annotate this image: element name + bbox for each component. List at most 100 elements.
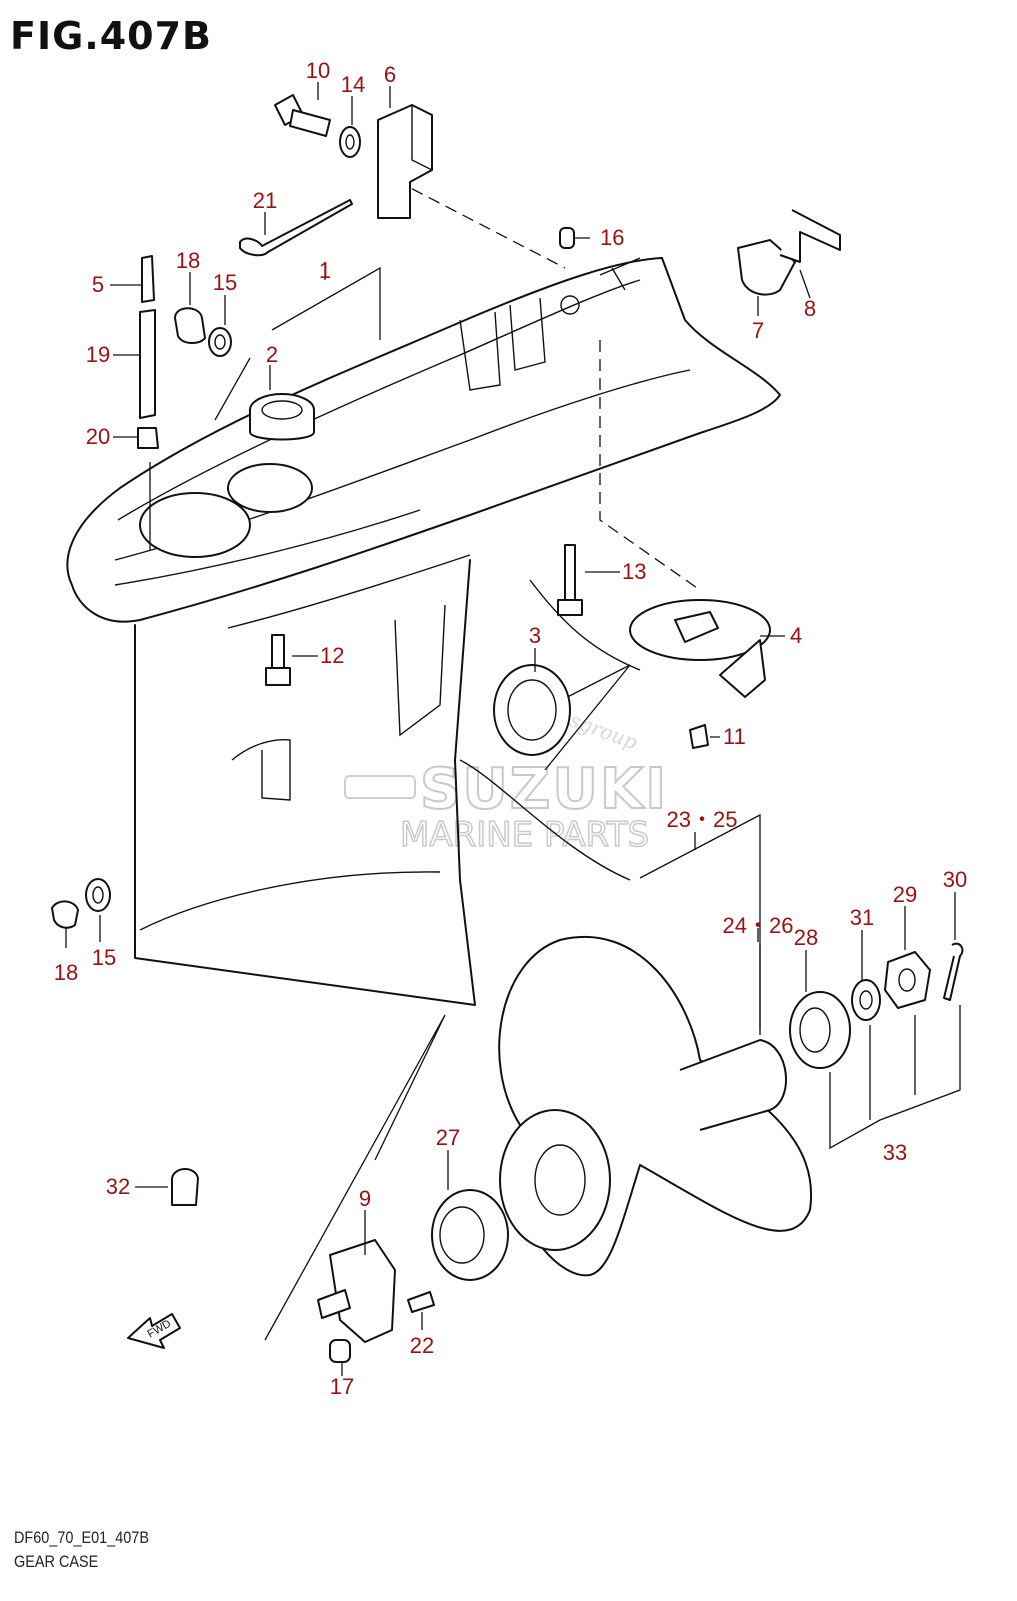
callout-2: 2 <box>266 342 278 367</box>
water-passage-ribs <box>459 297 546 391</box>
bracket-8 <box>779 209 841 263</box>
callout-15-lower: 15 <box>92 945 116 970</box>
leader-9 <box>264 1014 446 1341</box>
housing-rib <box>394 604 446 737</box>
callout-4: 4 <box>790 623 802 648</box>
callout-leaders <box>65 82 956 1376</box>
plug-18-lower <box>51 900 79 929</box>
skeg-line <box>139 871 441 931</box>
propeller-hub <box>499 1109 611 1251</box>
cotter-pin-30 <box>943 942 964 1001</box>
leader-1 <box>271 266 381 340</box>
washer-31-hole <box>859 990 873 1010</box>
bearing-inner <box>261 400 303 420</box>
callout-9: 9 <box>359 1186 371 1211</box>
dowel-pin-16 <box>559 227 575 249</box>
assembly-lines <box>149 179 761 1341</box>
bolt-22 <box>407 1291 435 1313</box>
watermark-boat-icon <box>344 775 416 799</box>
bolt-13-head <box>557 599 583 616</box>
thrust-holder-27-inner <box>439 1206 485 1264</box>
assembly-line-4 <box>599 340 701 591</box>
callout-6: 6 <box>384 62 396 87</box>
shift-bore <box>227 463 313 513</box>
trim-tab-4-fin <box>719 639 766 698</box>
top-rear-detail <box>599 257 641 291</box>
oil-seal-3 <box>493 664 571 756</box>
anode-6 <box>377 104 433 219</box>
cavitation-plate-outline <box>66 257 781 623</box>
washer-15-lower <box>85 878 111 912</box>
driveshaft-bore <box>139 492 251 558</box>
callout-32: 32 <box>106 1174 130 1199</box>
figure-title: FIG.407B <box>10 14 213 58</box>
leader-15-18 <box>214 357 251 421</box>
plug-18-top <box>174 307 206 344</box>
watermark-sub: MARINE PARTS <box>400 815 649 855</box>
callout-5: 5 <box>92 272 104 297</box>
water-intake <box>231 738 291 801</box>
trim-tab-4-boss <box>674 611 719 643</box>
torpedo-lower <box>459 759 631 881</box>
washer-14 <box>339 126 361 158</box>
callout-21: 21 <box>253 188 277 213</box>
callout-29: 29 <box>893 882 917 907</box>
callout-13: 13 <box>622 559 646 584</box>
bolt-10-shank <box>289 109 331 137</box>
plug-32 <box>171 1168 199 1206</box>
bolt-12-shank <box>271 634 285 671</box>
callout-31: 31 <box>850 905 874 930</box>
callout-1: 1 <box>319 258 331 283</box>
callout-27: 27 <box>436 1125 460 1150</box>
callout-15-top: 15 <box>213 270 237 295</box>
callout-30: 30 <box>943 867 967 892</box>
callout-28: 28 <box>794 925 818 950</box>
grommet-20 <box>137 427 159 449</box>
leader-3 <box>541 664 631 771</box>
spacer-28 <box>789 991 851 1069</box>
callout-18-lower: 18 <box>54 960 78 985</box>
mounting-flange-edge <box>117 279 641 521</box>
housing-seam <box>227 554 471 629</box>
oil-seal-3-inner <box>507 679 557 741</box>
bearing-housing <box>249 410 315 441</box>
assembly-line-6 <box>394 179 566 269</box>
callout-23-25: 23・25 <box>667 807 738 832</box>
callout-33: 33 <box>883 1140 907 1165</box>
plate-rim <box>114 509 421 586</box>
callout-22: 22 <box>410 1333 434 1358</box>
tie-strap-21 <box>239 199 353 257</box>
callout-11: 11 <box>723 724 746 749</box>
washer-15-lower-hole <box>92 886 104 904</box>
nut-29 <box>884 951 931 1009</box>
callout-10: 10 <box>306 58 330 83</box>
water-tube-19 <box>139 309 156 419</box>
callout-17: 17 <box>330 1374 354 1399</box>
callout-12: 12 <box>320 643 344 668</box>
washer-15-top-hole <box>214 334 226 350</box>
propeller-hub-bore <box>534 1144 586 1216</box>
fwd-arrow-icon <box>127 1313 181 1349</box>
callout-14: 14 <box>341 72 365 97</box>
thrust-holder-27 <box>431 1189 509 1281</box>
callout-24-26: 24・26 <box>723 913 794 938</box>
callout-8: 8 <box>804 296 816 321</box>
pin-hole <box>560 295 580 315</box>
gear-case-housing <box>66 257 781 1006</box>
callout-16: 16 <box>600 225 624 250</box>
callout-3: 3 <box>529 623 541 648</box>
torpedo-edge <box>529 579 641 671</box>
callout-18-top: 18 <box>176 248 200 273</box>
bolt-12-head <box>265 667 291 686</box>
washer-31 <box>851 979 881 1021</box>
propeller-spline-sleeve <box>679 1039 787 1131</box>
housing-lower-body <box>134 559 476 1006</box>
bolt-13-shank <box>564 544 576 601</box>
callout-7: 7 <box>752 318 764 343</box>
spacer-28-inner <box>799 1007 831 1053</box>
connector-9 <box>329 1239 396 1343</box>
callout-20: 20 <box>86 424 110 449</box>
washer-15-top <box>208 327 232 357</box>
anode-6-edge <box>411 105 433 171</box>
